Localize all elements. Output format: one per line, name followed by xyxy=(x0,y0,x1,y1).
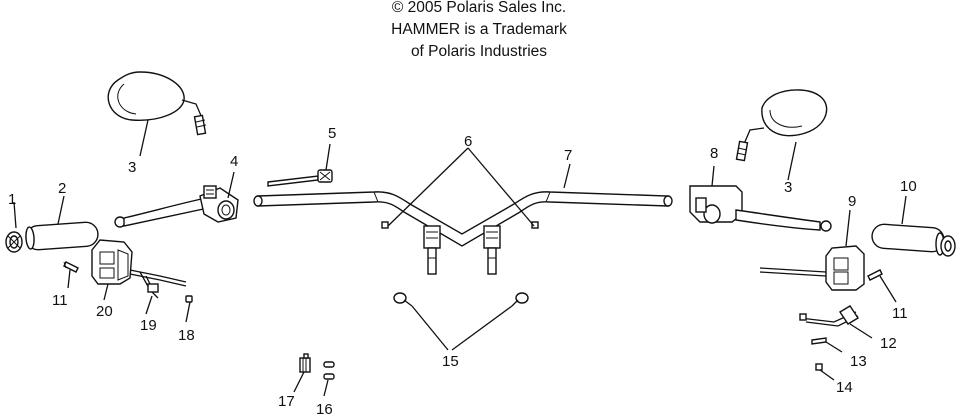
right-mirror xyxy=(735,89,828,162)
leader-lines xyxy=(13,119,907,397)
right-grip xyxy=(871,223,945,256)
callout-15: 15 xyxy=(442,353,459,370)
right-switch-housing xyxy=(759,245,865,291)
callout-14: 14 xyxy=(836,379,853,396)
callout-7: 7 xyxy=(564,147,572,164)
callout-13: 13 xyxy=(850,353,867,370)
right-clip-13 xyxy=(811,337,827,345)
callout-8: 8 xyxy=(710,145,718,162)
callout-3-left: 3 xyxy=(128,159,136,176)
right-clip-14 xyxy=(815,363,823,371)
right-harness-12 xyxy=(799,305,859,327)
callout-19: 19 xyxy=(140,317,157,334)
callout-numbers: 1 2 3 4 5 6 7 8 3 9 10 11 11 12 13 14 15… xyxy=(8,125,917,418)
left-screw-11 xyxy=(63,261,79,273)
callout-2: 2 xyxy=(58,180,66,197)
callout-1: 1 xyxy=(8,191,16,208)
handlebar xyxy=(253,191,673,275)
left-mirror xyxy=(107,71,207,136)
callout-11-right: 11 xyxy=(892,305,908,322)
callout-17: 17 xyxy=(278,393,295,410)
brake-master-cylinder xyxy=(689,185,832,232)
left-switch-housing xyxy=(91,239,187,287)
clutch-lever xyxy=(114,185,239,228)
left-harness-19 xyxy=(139,271,159,299)
right-screw-11 xyxy=(867,269,883,281)
right-bar-end xyxy=(940,235,956,257)
callout-18: 18 xyxy=(178,327,195,344)
bar-clips-6 xyxy=(381,221,539,229)
connector-17 xyxy=(299,353,311,373)
cable-clamps-15 xyxy=(393,292,529,307)
throttle-cable xyxy=(267,169,333,187)
callout-12: 12 xyxy=(880,335,897,352)
callout-6: 6 xyxy=(464,133,472,150)
callout-9: 9 xyxy=(848,193,856,210)
owner-line: of Polaris Industries xyxy=(410,43,548,60)
terminals-16 xyxy=(323,361,335,380)
left-bar-end xyxy=(5,231,23,253)
left-grip xyxy=(25,221,99,251)
callout-11-left: 11 xyxy=(52,292,68,309)
callout-20: 20 xyxy=(96,303,113,320)
trademark-line: HAMMER is a Trademark xyxy=(391,21,567,38)
callout-3-right: 3 xyxy=(784,179,792,196)
copyright-line: © 2005 Polaris Sales Inc. xyxy=(391,0,567,16)
callout-5: 5 xyxy=(328,125,336,142)
callout-16: 16 xyxy=(316,401,333,418)
callout-10: 10 xyxy=(900,178,917,195)
callout-4: 4 xyxy=(230,153,238,170)
left-clip-18 xyxy=(185,295,193,303)
